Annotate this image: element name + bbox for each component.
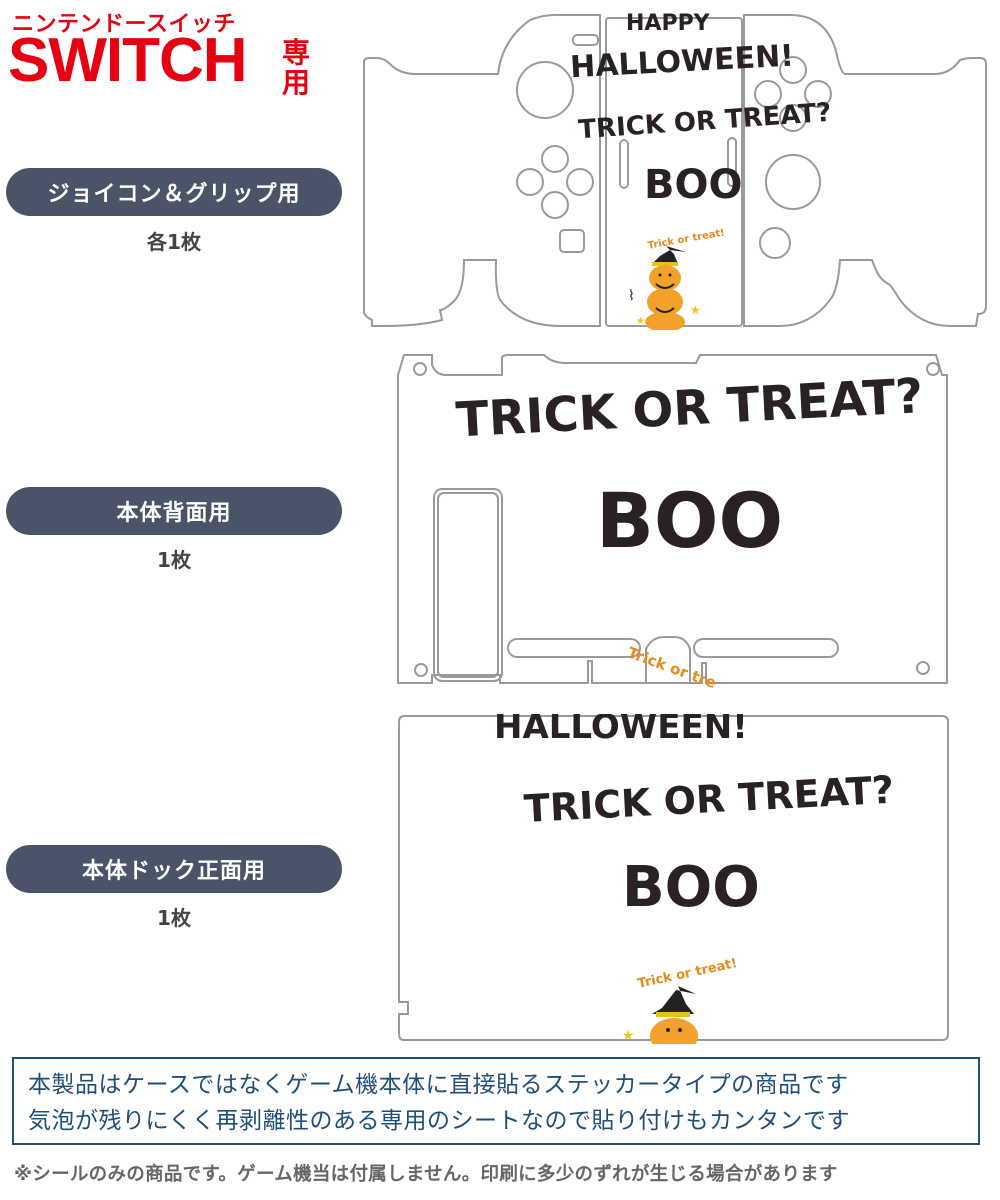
section-label-back: 本体背面用 xyxy=(6,487,342,535)
section-label-joycon: ジョイコン＆グリップ用 xyxy=(6,168,342,216)
right-stick-outline xyxy=(765,154,821,210)
dock-trick-text: TRICK OR TREAT? xyxy=(523,768,895,831)
star-icon: ★ xyxy=(622,1028,635,1044)
star-icon: ★ xyxy=(690,303,701,317)
brand-switch-logo: SWITCH xyxy=(8,26,248,95)
product-notice-box: 本製品はケースではなくゲーム機本体に直接貼るステッカータイプの商品です 気泡が残… xyxy=(12,1057,980,1145)
dock-sticker-artwork: HALLOWEEN! TRICK OR TREAT? BOO Trick or … xyxy=(396,714,952,1044)
back-trick-text: TRICK OR TREAT? xyxy=(455,368,925,448)
section-label-dock: 本体ドック正面用 xyxy=(6,845,342,893)
pumpkin-icon xyxy=(650,986,698,1044)
brand-kana-title: ニンテンドースイッチ xyxy=(12,12,236,37)
brand-exclusive-label: 専 用 xyxy=(282,38,316,98)
brand-exclusive-char-1: 専 xyxy=(282,36,311,69)
joycon-badge-text: Trick or treat! xyxy=(647,227,726,251)
section-count-back: 1枚 xyxy=(157,548,191,572)
brand-exclusive-char-2: 用 xyxy=(282,66,311,99)
dock-badge-text: Trick or treat! xyxy=(636,956,738,992)
left-stick-outline xyxy=(516,61,574,119)
kickstand-outline xyxy=(433,488,503,682)
pumpkin-stack-icon xyxy=(645,246,686,330)
section-count-joycon: 各1枚 xyxy=(147,230,201,254)
joycon-halloween-text: HALLOWEEN! xyxy=(569,39,794,86)
bat-icon-left: ⌇ xyxy=(628,288,635,304)
dock-boo-text: BOO xyxy=(622,855,760,920)
disclaimer-footnote: ※シールのみの商品です。ゲーム機当は付属しません。印刷に多少のずれが生じる場合が… xyxy=(14,1164,838,1185)
star-icon: ★ xyxy=(636,316,645,327)
dock-panel-outline xyxy=(398,715,949,1041)
section-count-dock: 1枚 xyxy=(157,906,191,930)
right-grip-outline xyxy=(743,14,987,327)
back-sticker-artwork: TRICK OR TREAT? BOO Trick or tre xyxy=(396,353,952,689)
joycon-sticker-artwork: HAPPY HALLOWEEN! TRICK OR TREAT? BOO Tri… xyxy=(360,10,990,330)
notice-line-2: 気泡が残りにくく再剥離性のある専用のシートなので貼り付けもカンタンです xyxy=(28,1108,851,1134)
joycon-trick-text: TRICK OR TREAT? xyxy=(577,98,832,146)
dock-halloween-text: HALLOWEEN! xyxy=(494,714,748,747)
back-panel-outline xyxy=(397,354,948,684)
home-button-outline xyxy=(759,227,791,259)
capture-button-outline xyxy=(559,229,585,253)
back-boo-text: BOO xyxy=(596,476,783,565)
joycon-boo-text: BOO xyxy=(644,162,743,208)
joycon-happy-text: HAPPY xyxy=(626,11,711,36)
left-grip-outline xyxy=(363,13,601,327)
notice-line-1: 本製品はケースではなくゲーム機本体に直接貼るステッカータイプの商品です xyxy=(28,1072,849,1098)
